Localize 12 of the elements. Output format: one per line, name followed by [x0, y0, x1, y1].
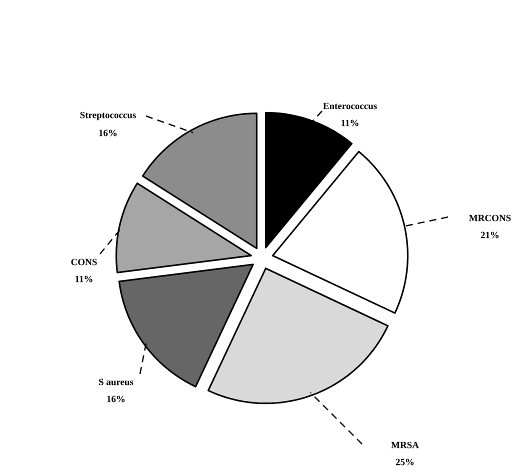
percent-label: 11% [76, 276, 92, 282]
slice-label: Streptococcus [80, 112, 136, 120]
slice-label: CONS [71, 258, 97, 266]
percent-label: 16% [99, 130, 117, 136]
slice-label: MRSA [391, 442, 419, 448]
percent-label: 25% [396, 458, 414, 466]
slice-label: Enterococcus [323, 102, 377, 110]
percent-label: 21% [480, 232, 499, 238]
percent-label: 11% [342, 120, 358, 126]
slice-label: S aureus [99, 378, 134, 386]
slice-label: MRCONS [469, 214, 511, 222]
percent-label: 16% [107, 396, 125, 402]
